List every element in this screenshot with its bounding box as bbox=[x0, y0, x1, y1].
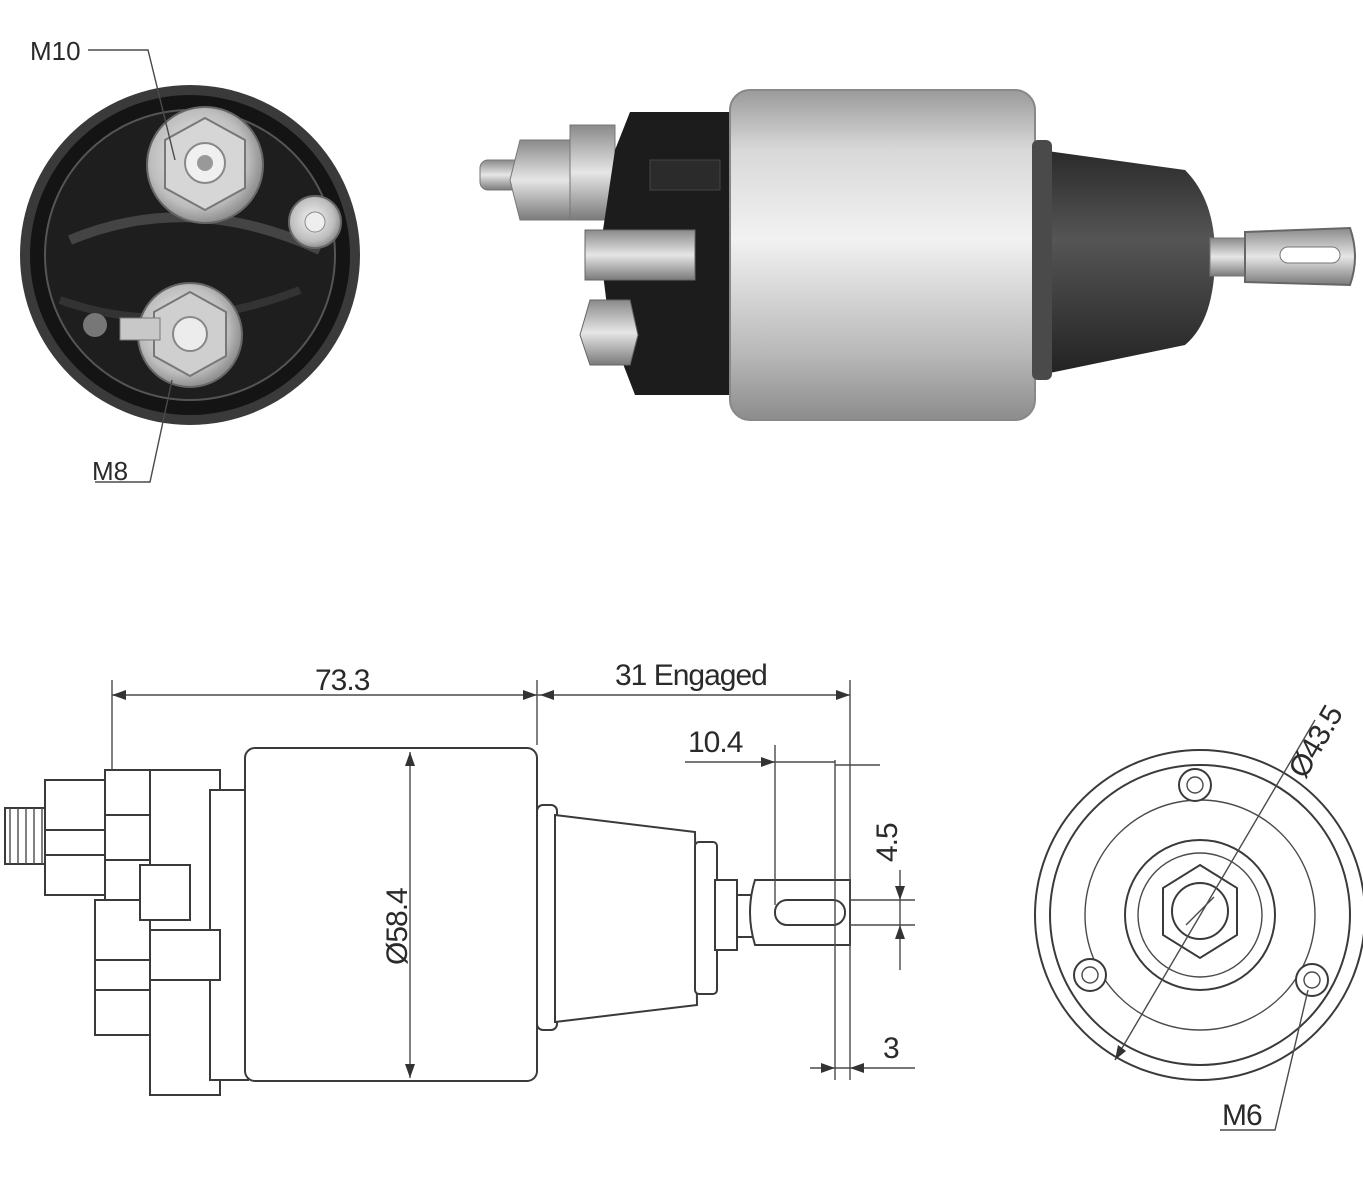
rubber-boot bbox=[554, 813, 699, 1024]
svg-text:M6: M6 bbox=[1222, 1099, 1262, 1132]
svg-text:3: 3 bbox=[883, 1032, 899, 1065]
m10-terminal bbox=[146, 106, 264, 224]
m8-label: M8 bbox=[92, 456, 128, 486]
m8-terminal bbox=[119, 282, 243, 388]
dim-eye-offset: 10.4 bbox=[685, 726, 836, 1080]
side-view-photo bbox=[479, 89, 1356, 421]
dim-plunger-travel: 31 Engaged bbox=[537, 659, 851, 1080]
dim-body-diameter: Ø58.4 bbox=[381, 752, 415, 1078]
field-terminal bbox=[288, 195, 342, 249]
front-view-photo: M10 M8 bbox=[20, 36, 360, 486]
svg-text:10.4: 10.4 bbox=[688, 726, 743, 759]
svg-text:4.5: 4.5 bbox=[871, 823, 904, 862]
svg-text:Ø43.5: Ø43.5 bbox=[1282, 700, 1349, 783]
mount-hole-top bbox=[1178, 768, 1212, 802]
svg-text:Ø58.4: Ø58.4 bbox=[381, 888, 414, 965]
dim-eye-hole: 4.5 bbox=[835, 764, 915, 970]
threaded-stud bbox=[4, 769, 151, 906]
dim-eye-thickness: 3 bbox=[810, 1032, 915, 1073]
svg-text:31 Engaged: 31 Engaged bbox=[615, 659, 767, 692]
m10-label: M10 bbox=[30, 36, 81, 66]
terminal-cap bbox=[94, 769, 249, 1096]
side-view-drawing: 73.3 31 Engaged 10.4 4.5 bbox=[4, 659, 915, 1096]
svg-text:73.3: 73.3 bbox=[315, 664, 370, 697]
plunger-eye bbox=[714, 879, 851, 951]
dim-body-length: 73.3 bbox=[111, 664, 538, 770]
mount-hole-right bbox=[1295, 963, 1329, 997]
mount-hole-left bbox=[1073, 958, 1107, 992]
front-view-drawing: Ø43.5 M6 bbox=[1034, 700, 1363, 1132]
